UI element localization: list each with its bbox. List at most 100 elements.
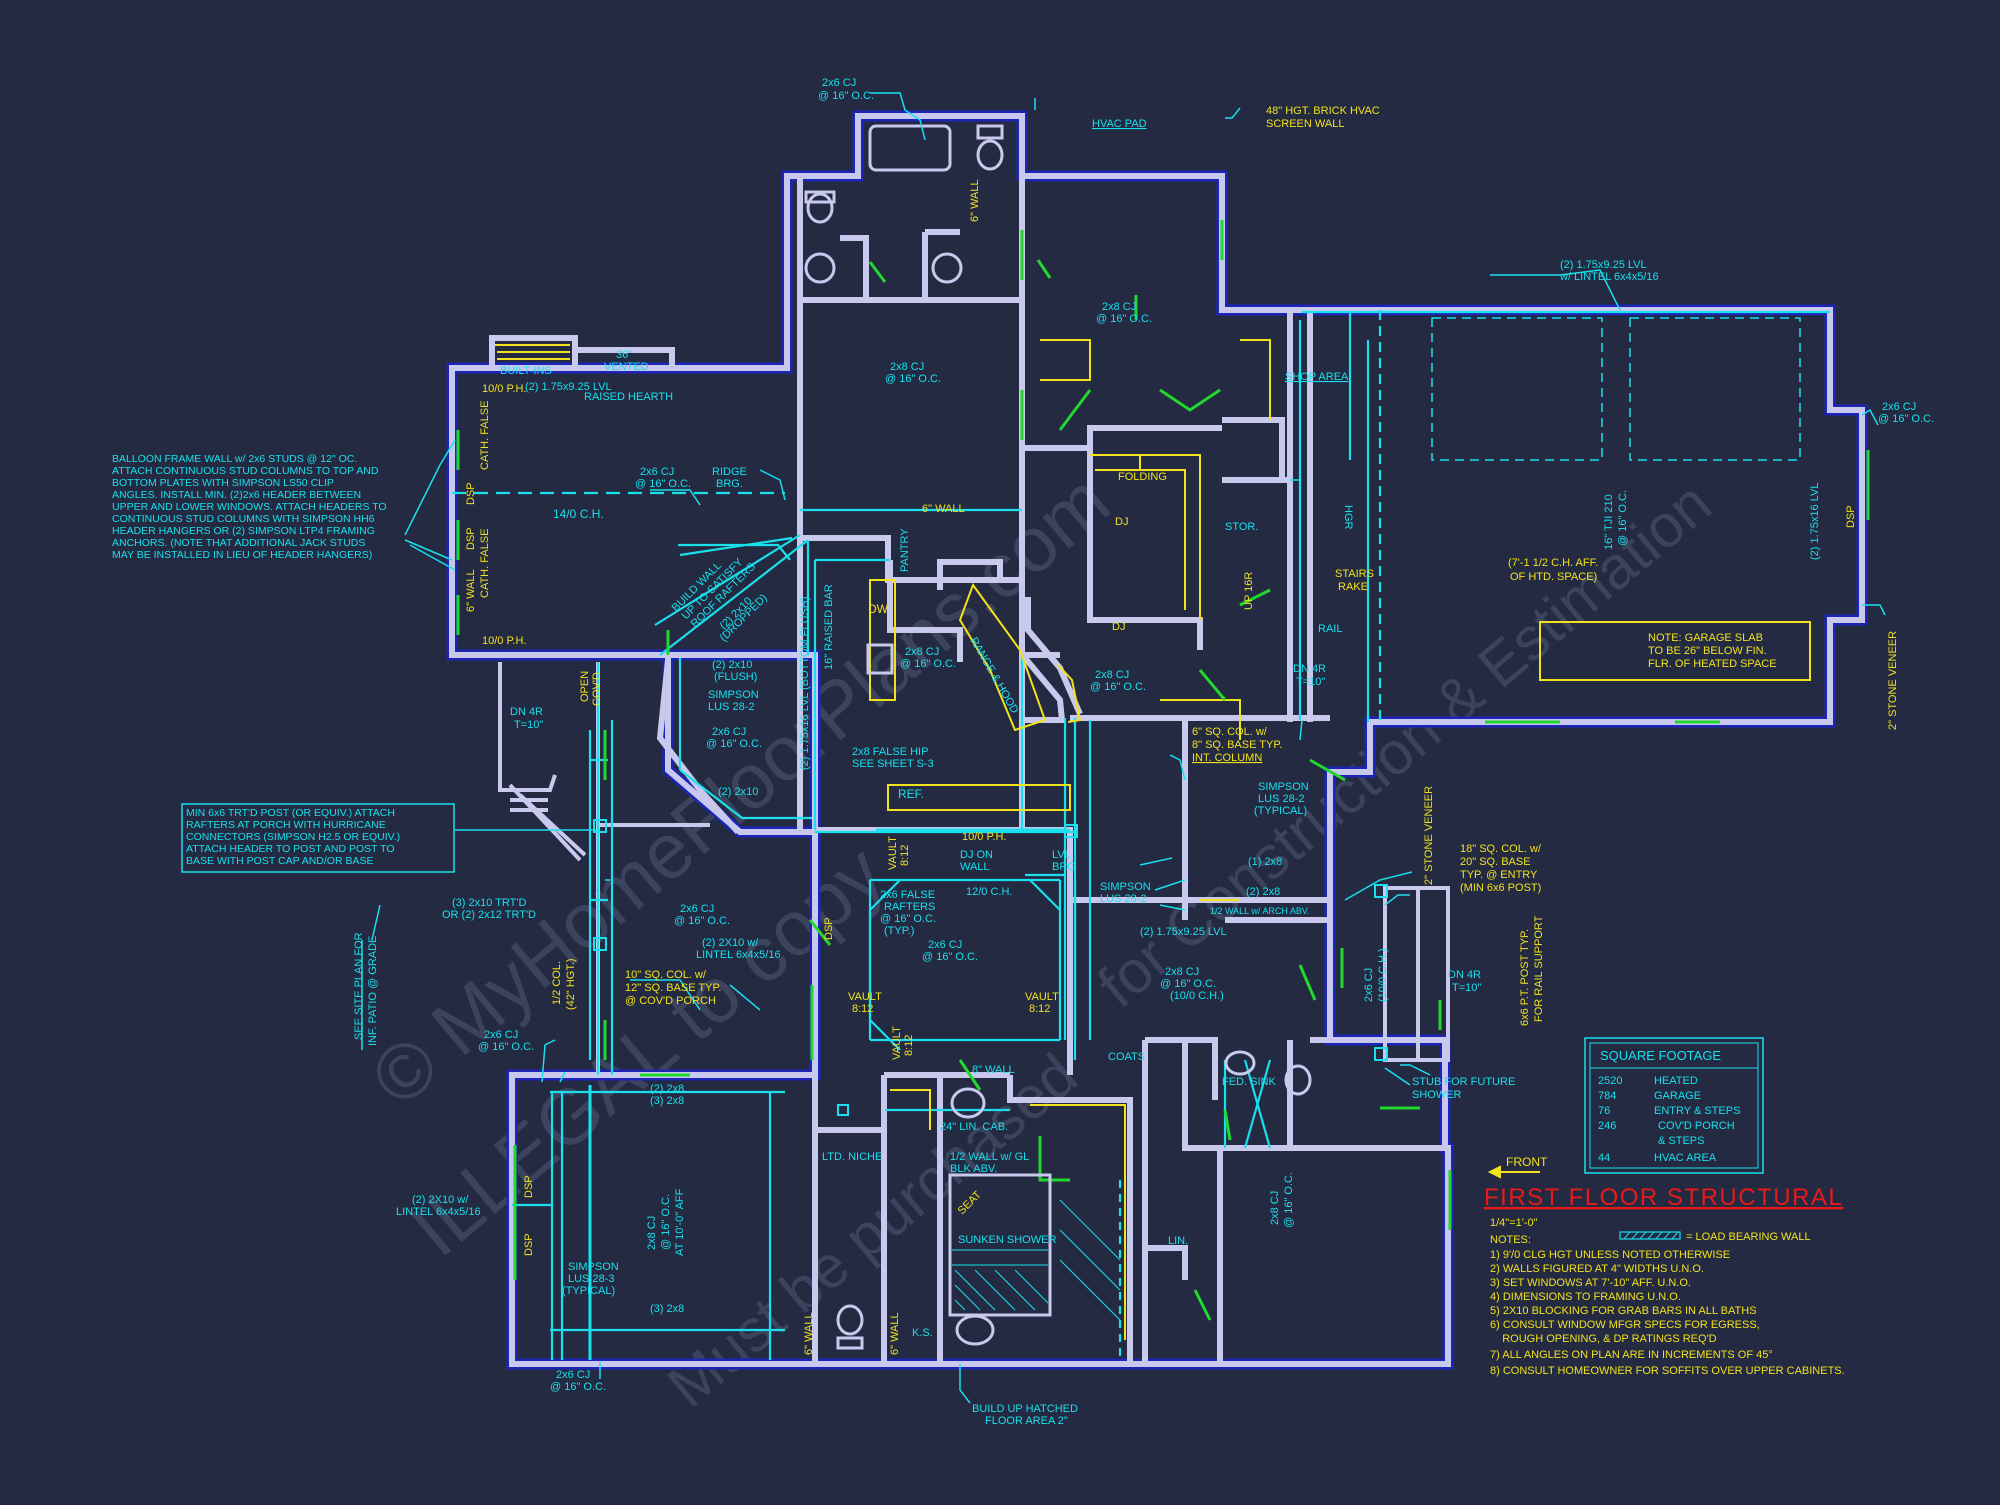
ch-dining: 12/0 C.H. <box>966 886 1012 898</box>
stub-shower-2: SHOWER <box>1412 1089 1462 1101</box>
six-wall-kitchen: 6" WALL <box>922 503 965 515</box>
three-2x8-bottom: (3) 2x8 <box>650 1303 684 1315</box>
cj-bed2-1: 2x8 CJ <box>646 1216 658 1250</box>
lin-label: LIN. <box>1168 1235 1188 1247</box>
balloon-line-6: CONTINUOUS STUD COLUMNS WITH SIMPSON HH6 <box>112 513 375 525</box>
simpson-2a: SIMPSON <box>1258 781 1309 793</box>
note-6: 6) CONSULT WINDOW MFGR SPECS FOR EGRESS, <box>1490 1319 1760 1331</box>
sqft-row-5-label: & STEPS <box>1658 1135 1704 1147</box>
false-rafters-4: (TYP.) <box>884 925 914 937</box>
col-porch-1: 1/2 COL. <box>551 961 563 1005</box>
three-2x8-top: (3) 2x8 <box>650 1095 684 1107</box>
ph-top: 10/0 P.H. <box>482 383 526 395</box>
garage-note-2: TO BE 26" BELOW FIN. <box>1648 645 1767 657</box>
garage-ch-1: (7'-1 1/2 C.H. AFF. <box>1508 557 1598 569</box>
label-cj-upper-center-1: 2x8 CJ <box>890 361 924 373</box>
notes-heading: NOTES: <box>1490 1234 1531 1246</box>
lvl-mid: (2) 1.75x9.25 LVL <box>1140 926 1227 938</box>
false-rafters-2: RAFTERS <box>884 901 935 913</box>
dw-label: DW <box>868 602 889 616</box>
walls <box>446 110 1868 1370</box>
coats: COATS <box>1108 1051 1145 1063</box>
garage-ch-2: OF HTD. SPACE) <box>1510 571 1597 583</box>
cj-bottom-2: @ 16" O.C. <box>550 1381 606 1393</box>
lintel-bed-2: LINTEL 6x4x5/16 <box>396 1206 481 1218</box>
built-ins: BUILT-INS <box>500 365 552 377</box>
lintel-porch-1: (2) 2X10 w/ <box>702 937 759 949</box>
note-5: 5) 2X10 BLOCKING FOR GRAB BARS IN ALL BA… <box>1490 1305 1757 1317</box>
cj-porch-1: 2x6 CJ <box>680 903 714 915</box>
toilet-4 <box>836 1304 864 1336</box>
rail-label: RAIL <box>1318 623 1342 635</box>
simpson-1b: LUS 28-2 <box>708 701 754 713</box>
entry-col-3: TYP. @ ENTRY <box>1460 869 1538 881</box>
entry-col-2: 20" SQ. BASE <box>1460 856 1531 868</box>
stone-veneer-2: 2" STONE VENEER <box>1423 786 1435 885</box>
cj-dining-2: @ 16" O.C. <box>922 951 978 963</box>
cj-hall-2: @ 16" O.C. <box>1090 681 1146 693</box>
simpson-4c: (TYPICAL) <box>562 1285 615 1297</box>
vault-1a: VAULT <box>887 836 899 870</box>
open-cov-2: COV'D <box>591 672 603 706</box>
int-col-2: 8" SQ. BASE TYP. <box>1192 739 1282 751</box>
label-cj-upper-center-2: @ 16" O.C. <box>885 373 941 385</box>
hvac-pad-label: HVAC PAD <box>1092 118 1147 130</box>
cj-top-line2: @ 16" O.C. <box>818 90 874 102</box>
dj-wall-1: DJ ON <box>960 849 993 861</box>
cj-kitchen-1: 2x8 CJ <box>905 646 939 658</box>
sqft-row-3-label: ENTRY & STEPS <box>1654 1105 1740 1117</box>
balloon-line-1: BALLOON FRAME WALL w/ 2x6 STUDS @ 12" OC… <box>112 453 357 465</box>
stairs-rake-1: STAIRS <box>1335 568 1374 580</box>
windows-doors <box>456 220 1870 1321</box>
simpson-2c: (TYPICAL) <box>1254 805 1307 817</box>
open-cov-1: OPEN <box>579 671 591 702</box>
post-line-2: RAFTERS AT PORCH WITH HURRICANE <box>186 819 386 831</box>
balloon-line-2: ATTACH CONTINUOUS STUD COLUMNS TO TOP AN… <box>112 465 379 477</box>
garage-doors <box>1431 317 1801 461</box>
false-hip-1: 2x8 FALSE HIP <box>852 746 928 758</box>
hgr-label: HGR <box>1342 505 1354 530</box>
cj-bed3-2: @ 16" O.C. <box>1283 1172 1295 1228</box>
entry-col-4: (MIN 6x6 POST) <box>1460 882 1541 894</box>
cj-right-1: 2x6 CJ <box>1882 401 1916 413</box>
post-line-5: BASE WITH POST CAP AND/OR BASE <box>186 855 374 867</box>
ridge-2: BRG. <box>716 478 743 490</box>
dsp-great-1: DSP <box>465 482 477 505</box>
six-wall-bath3: 6" WALL <box>889 1312 901 1355</box>
simpson-1a: SIMPSON <box>708 689 759 701</box>
sqft-row-4-label: COV'D PORCH <box>1658 1120 1735 1132</box>
vault-3a: VAULT <box>1025 991 1059 1003</box>
dsp-porch: DSP <box>823 917 835 940</box>
simpson-4b: LUS 28-3 <box>568 1273 614 1285</box>
cyan-labels: 2x6 CJ @ 16" O.C. HVAC PAD 2x8 CJ @ 16" … <box>353 77 1934 1427</box>
balloon-line-9: MAY BE INSTALLED IN LIEU OF HEADER HANGE… <box>112 549 372 561</box>
lin-cab: 24" LIN. CAB. <box>940 1121 1008 1133</box>
sqft-row-4-value: 246 <box>1598 1120 1616 1132</box>
load-bearing-legend: = LOAD BEARING WALL <box>1686 1231 1811 1243</box>
post-callout: MIN 6x6 TRT'D POST (OR EQUIV.) ATTACH RA… <box>181 803 455 873</box>
cj-entry-1: 2x6 CJ <box>1363 968 1375 1002</box>
cj-top-line1: 2x6 CJ <box>822 77 856 89</box>
bathtub <box>868 124 952 172</box>
note-4: 4) DIMENSIONS TO FRAMING U.N.O. <box>1490 1291 1681 1303</box>
cj-foyer-1: 2x8 CJ <box>1165 966 1199 978</box>
label-cj-upper-right-2: @ 16" O.C. <box>1096 313 1152 325</box>
ch-great: 14/0 C.H. <box>553 507 604 521</box>
garage-note-1: NOTE: GARAGE SLAB <box>1648 632 1763 644</box>
false-rafters-1: 2x6 FALSE <box>880 889 935 901</box>
sink-2 <box>931 252 963 284</box>
vault-4b: 8:12 <box>903 1035 915 1056</box>
label-cj-upper-right-1: 2x8 CJ <box>1102 301 1136 313</box>
porch-col-3: @ COV'D PORCH <box>625 995 716 1007</box>
cj-bottom-1: 2x6 CJ <box>556 1369 590 1381</box>
site-plan-2: INF. PATIO @ GRADE <box>367 936 379 1046</box>
simpson-2b: LUS 28-2 <box>1258 793 1304 805</box>
cj-nook-2: @ 16" O.C. <box>706 738 762 750</box>
yellow-elements <box>495 339 1811 1340</box>
balloon-line-7: HEADER HANGERS OR (2) SIMPSON LTP4 FRAMI… <box>112 525 375 537</box>
square-footage-table: SQUARE FOOTAGE 2520 HEATED 784 GARAGE 76… <box>1584 1037 1764 1174</box>
six-wall-great: 6" WALL <box>465 569 477 612</box>
cj-bed3-1: 2x8 CJ <box>1269 1191 1281 1225</box>
cj-hall-1: 2x8 CJ <box>1095 669 1129 681</box>
balloon-line-5: UPPER AND LOWER WINDOWS. ATTACH HEADERS … <box>112 501 387 513</box>
